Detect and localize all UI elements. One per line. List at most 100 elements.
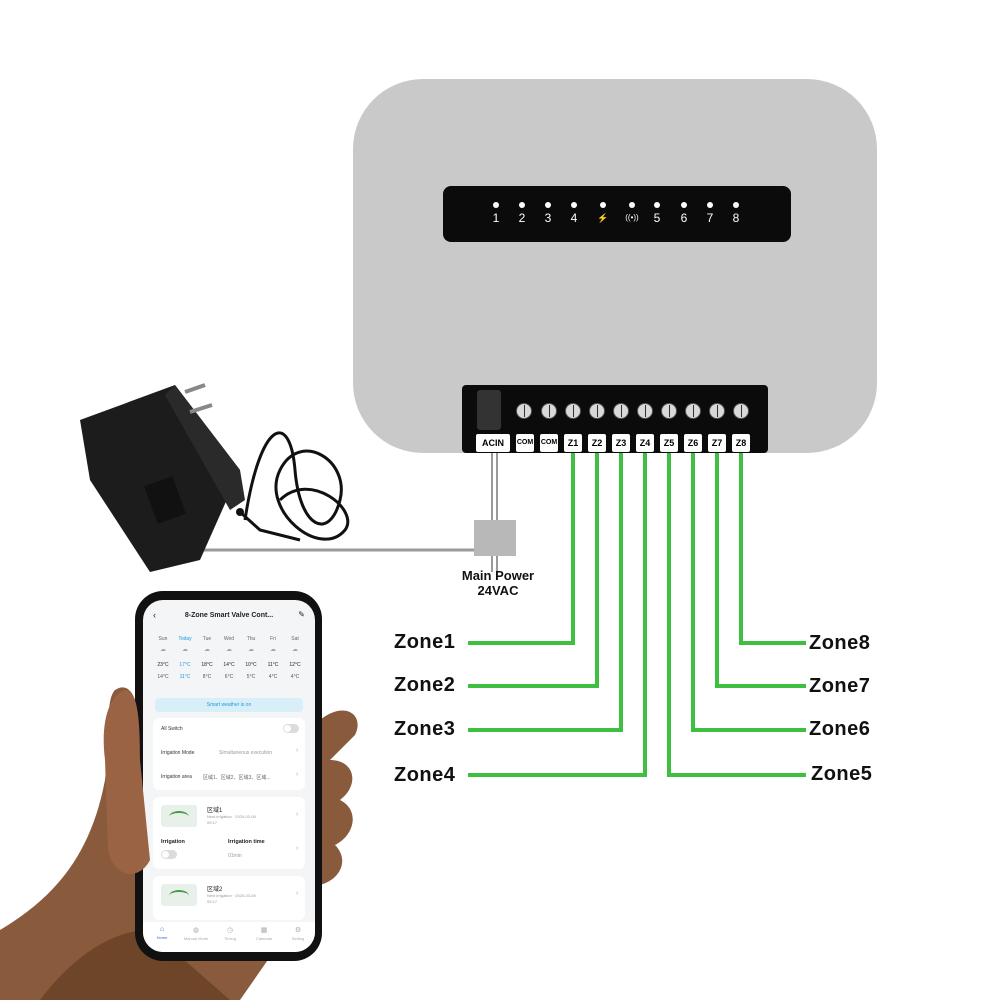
zone-name: 区域1 [207, 808, 223, 814]
weather-low: 4°C [268, 674, 278, 680]
battery-indicator-icon: ⚡ [592, 202, 614, 224]
terminal-screw [637, 403, 653, 419]
weather-high: 17°C [179, 662, 191, 668]
weather-high: 10°C [245, 662, 257, 668]
weather-low: 5°C [246, 674, 256, 680]
weather-high: 11°C [267, 662, 279, 668]
terminal-label-z2: Z2 [588, 434, 606, 452]
terminal-screw [733, 403, 749, 419]
app-screen: ‹ 8-Zone Smart Valve Cont... ✎ Sun Today… [143, 600, 315, 952]
chevron-right-icon: › [296, 811, 299, 818]
edit-icon[interactable]: ✎ [298, 610, 305, 619]
app-title: 8-Zone Smart Valve Cont... [184, 612, 274, 619]
nav-manual-mode[interactable]: ◍Manual Mode [179, 926, 213, 941]
indicator-1: 1 [485, 202, 507, 224]
cloud-icon: ☁ [292, 647, 298, 653]
terminal-label-com: COM [540, 434, 558, 452]
acin-wires [491, 452, 498, 522]
main-power-title: Main Power [461, 568, 535, 583]
zone-card[interactable]: 区域1 Next irrigation · 2025-03-08 09:17 ›… [153, 797, 305, 869]
weather-low: 6°C [224, 674, 234, 680]
wire-zone6 [691, 452, 806, 732]
irrigation-mode-label: Irrigation Mode [161, 750, 195, 756]
irrigation-area-value[interactable]: 区域1、区域2、区域3、区域... [203, 775, 271, 781]
chevron-right-icon: › [296, 890, 299, 897]
terminal-label-com: COM [516, 434, 534, 452]
nav-label: Manual Mode [183, 936, 209, 941]
chevron-right-icon: › [296, 771, 299, 778]
chevron-right-icon: › [296, 747, 299, 754]
terminal-screw [589, 403, 605, 419]
indicator-3: 3 [537, 202, 559, 224]
acin-connector [477, 390, 501, 430]
clock-icon: ◷ [226, 927, 234, 934]
irrigation-label: Irrigation [161, 839, 185, 845]
nav-timing[interactable]: ◷Timing [213, 926, 247, 941]
weather-day: Sat [291, 636, 299, 642]
cloud-icon: ☁ [248, 647, 254, 653]
cloud-icon: ☁ [160, 647, 166, 653]
back-arrow-icon[interactable]: ‹ [153, 610, 156, 620]
all-switch-label: All Switch [161, 726, 183, 732]
wire-zone8 [739, 452, 806, 645]
zone-name: 区域2 [207, 887, 223, 893]
coiled-cord [243, 431, 349, 541]
zone-card[interactable]: 区域2 Next irrigation · 2025-03-08 09:17 › [153, 876, 305, 920]
zone-next-irrigation: Next irrigation · 2025-03-08 [207, 893, 256, 898]
terminal-screw [661, 403, 677, 419]
terminal-label-z6: Z6 [684, 434, 702, 452]
weather-high: 12°C [289, 662, 301, 668]
nav-setting[interactable]: ⚙Setting [281, 926, 315, 941]
power-tail-wires [491, 555, 498, 572]
weather-day-today: Today [178, 636, 192, 642]
cloud-icon: ☁ [226, 647, 232, 653]
indicator-6: 6 [673, 202, 695, 224]
nav-home[interactable]: ⌂ Home [145, 926, 179, 940]
nav-label: Home [156, 935, 168, 940]
terminal-label-z3: Z3 [612, 434, 630, 452]
irrigation-mode-value[interactable]: Simultaneous execution [219, 750, 273, 756]
zone1-label: Zone1 [394, 631, 456, 653]
irrigation-toggle[interactable] [161, 850, 177, 859]
zone3-label: Zone3 [394, 718, 456, 740]
indicator-5: 5 [646, 202, 668, 224]
weather-low: 4°C [290, 674, 300, 680]
chevron-right-icon: › [296, 845, 299, 852]
terminal-label-z4: Z4 [636, 434, 654, 452]
terminal-label-z7: Z7 [708, 434, 726, 452]
calendar-icon: ▦ [260, 927, 268, 934]
power-adapter [80, 383, 301, 572]
weather-high: 14°C [223, 662, 235, 668]
indicator-8: 8 [725, 202, 747, 224]
cloud-icon: ☁ [182, 647, 188, 653]
zone-next-irrigation: Next irrigation · 2025-03-08 [207, 814, 256, 819]
wire-zone7 [715, 452, 806, 688]
cloud-icon: ☁ [204, 647, 210, 653]
weather-day: Fri [270, 636, 276, 642]
zone4-label: Zone4 [394, 764, 456, 786]
terminal-screw [541, 403, 557, 419]
home-icon: ⌂ [159, 926, 165, 933]
all-switch-toggle[interactable] [283, 724, 299, 733]
zone-thumbnail [161, 805, 197, 827]
terminal-screw [613, 403, 629, 419]
smart-weather-banner[interactable]: Smart weather is on [155, 698, 303, 712]
weather-day: Thu [246, 636, 256, 642]
irrigation-time-label: Irrigation time [228, 839, 265, 845]
zone-next-time: 09:17 [207, 820, 218, 825]
indicator-4: 4 [563, 202, 585, 224]
weather-day: Wed [223, 636, 235, 642]
zone2-label: Zone2 [394, 674, 456, 696]
terminal-screw [685, 403, 701, 419]
main-power-voltage: 24VAC [477, 583, 519, 598]
zone-thumbnail [161, 884, 197, 906]
nav-calendar[interactable]: ▦ Calendar [247, 926, 281, 941]
zone6-label: Zone6 [809, 718, 871, 740]
nav-label: Calendar [255, 936, 273, 941]
weather-low: 14°C [157, 674, 169, 680]
terminal-label-z5: Z5 [660, 434, 678, 452]
terminal-screw [709, 403, 725, 419]
weather-day: Tue [202, 636, 212, 642]
wire-zone4 [468, 452, 647, 777]
